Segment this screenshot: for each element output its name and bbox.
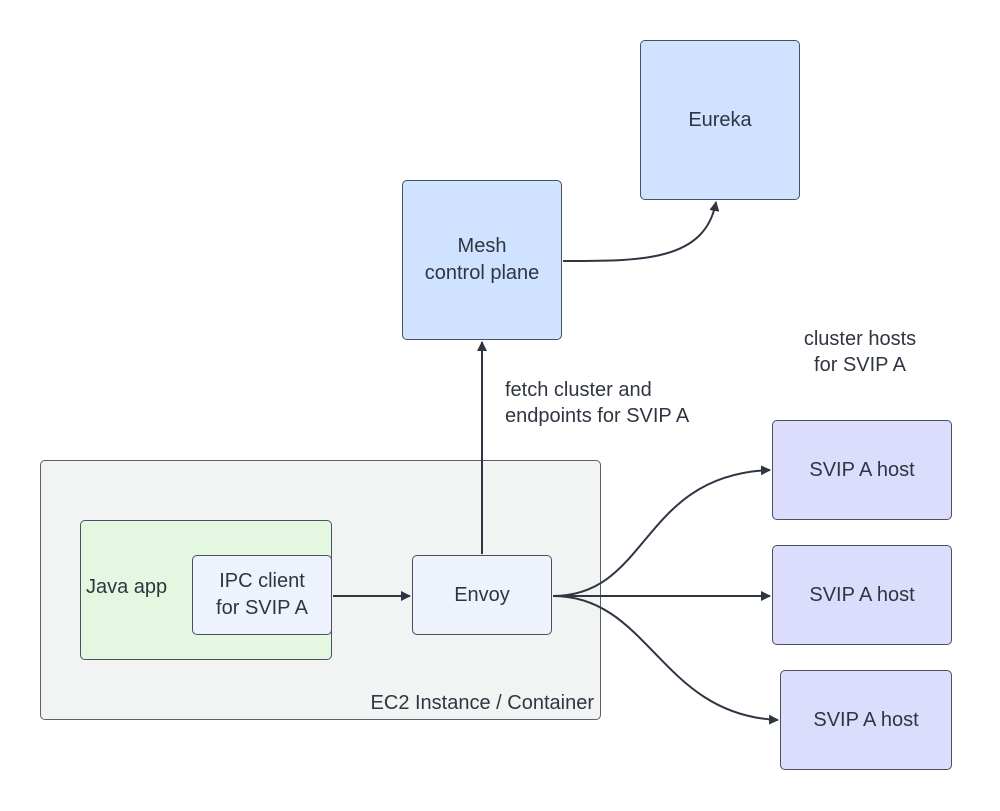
svip-host-3: SVIP A host [780, 670, 952, 770]
java-app-label: Java app [86, 576, 168, 598]
envoy-proxy: Envoy [412, 555, 552, 635]
svip-host-1-label: SVIP A host [809, 458, 915, 481]
svip-host-1: SVIP A host [772, 420, 952, 520]
envoy-label: Envoy [454, 583, 510, 606]
ipc-client: IPC client for SVIP A [192, 555, 332, 635]
mesh-control-plane-label: Mesh control plane [424, 235, 540, 284]
ec2-instance-container-label: EC2 Instance / Container [370, 692, 594, 714]
eureka: Eureka [640, 40, 800, 200]
mesh-control-plane: Mesh control plane [402, 180, 562, 340]
svip-host-3-label: SVIP A host [813, 708, 919, 731]
svip-host-2-label: SVIP A host [809, 583, 915, 606]
fetch-cluster-label: fetch cluster and endpoints for SVIP A [505, 379, 690, 427]
edge-mesh-to-eureka [562, 201, 720, 263]
svip-host-2: SVIP A host [772, 545, 952, 645]
ipc-client-label: IPC client for SVIP A [216, 570, 308, 619]
eureka-label: Eureka [688, 108, 752, 131]
cluster-hosts-label: cluster hosts for SVIP A [803, 328, 917, 376]
